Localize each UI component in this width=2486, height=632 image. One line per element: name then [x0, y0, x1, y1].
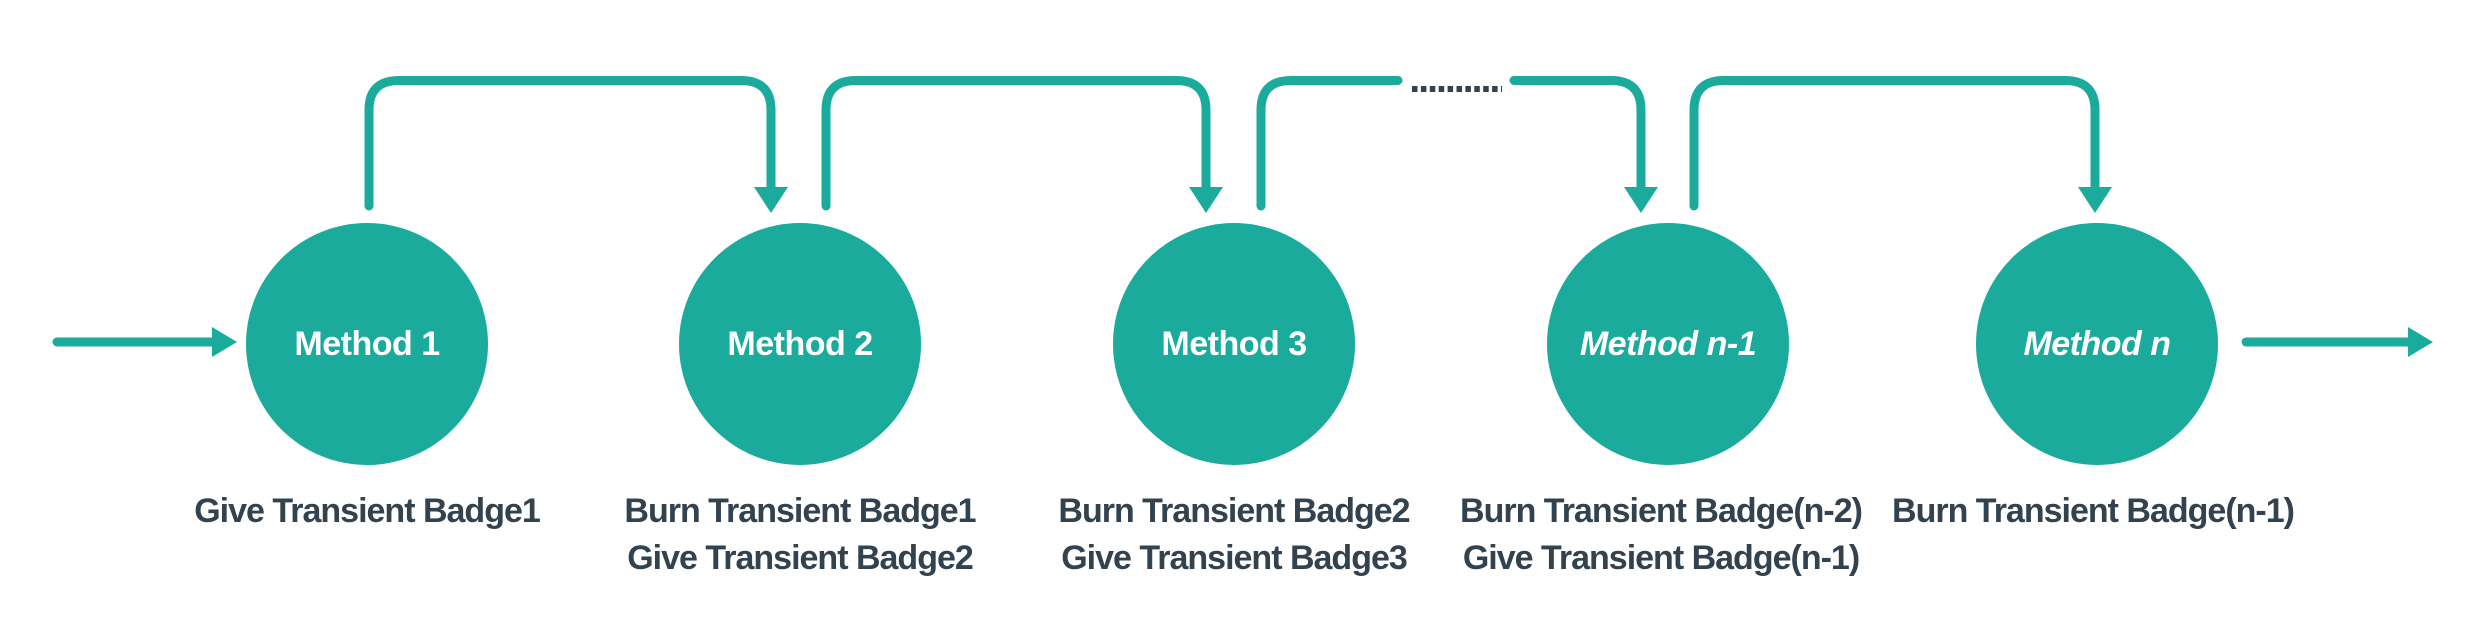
method-n-circle: Method n	[1976, 223, 2218, 465]
connector-methodn1-methodn	[1689, 76, 2112, 213]
down-arrowhead-icon	[2078, 187, 2112, 213]
badge-action-line: Burn Transient Badge1	[624, 492, 976, 530]
entry-arrow	[52, 327, 237, 357]
method-1-badge-actions: Give Transient Badge1	[152, 488, 582, 535]
method-2-badge-actions: Burn Transient Badge1 Give Transient Bad…	[585, 488, 1015, 582]
method-n-1-label: Method n-1	[1579, 324, 1757, 363]
method-n-1-circle: Method n-1	[1547, 223, 1789, 465]
method-3-label: Method 3	[1161, 324, 1307, 363]
method-3-badge-actions: Burn Transient Badge2 Give Transient Bad…	[1019, 488, 1449, 582]
badge-action-line: Give Transient Badge(n-1)	[1462, 539, 1860, 577]
badge-action-line: Give Transient Badge1	[194, 492, 541, 530]
badge-action-line: Burn Transient Badge(n-1)	[1892, 492, 2295, 530]
down-arrowhead-icon	[1624, 187, 1658, 213]
badge-action-line: Give Transient Badge3	[1061, 539, 1408, 577]
exit-arrow	[2241, 327, 2433, 357]
method-n-1-badge-actions: Burn Transient Badge(n-2) Give Transient…	[1446, 488, 1876, 582]
down-arrowhead-icon	[1189, 187, 1223, 213]
connector-method2-method3	[821, 76, 1223, 213]
badge-action-line: Give Transient Badge2	[627, 539, 974, 577]
badge-action-line: Burn Transient Badge2	[1058, 492, 1410, 530]
method-1-circle: Method 1	[246, 223, 488, 465]
connector-method1-method2	[364, 76, 788, 213]
method-1-label: Method 1	[294, 324, 440, 363]
method-2-label: Method 2	[727, 324, 873, 363]
method-3-circle: Method 3	[1113, 223, 1355, 465]
method-2-circle: Method 2	[679, 223, 921, 465]
badge-action-line: Burn Transient Badge(n-2)	[1460, 492, 1863, 530]
method-n-label: Method n	[2023, 324, 2171, 363]
method-n-badge-actions: Burn Transient Badge(n-1)	[1878, 488, 2308, 535]
down-arrowhead-icon	[754, 187, 788, 213]
exit-arrowhead-icon	[2408, 327, 2433, 357]
entry-arrowhead-icon	[212, 327, 237, 357]
connector-continuation-methodn1	[1509, 76, 1658, 213]
connector-method3-continuation	[1256, 76, 1403, 211]
